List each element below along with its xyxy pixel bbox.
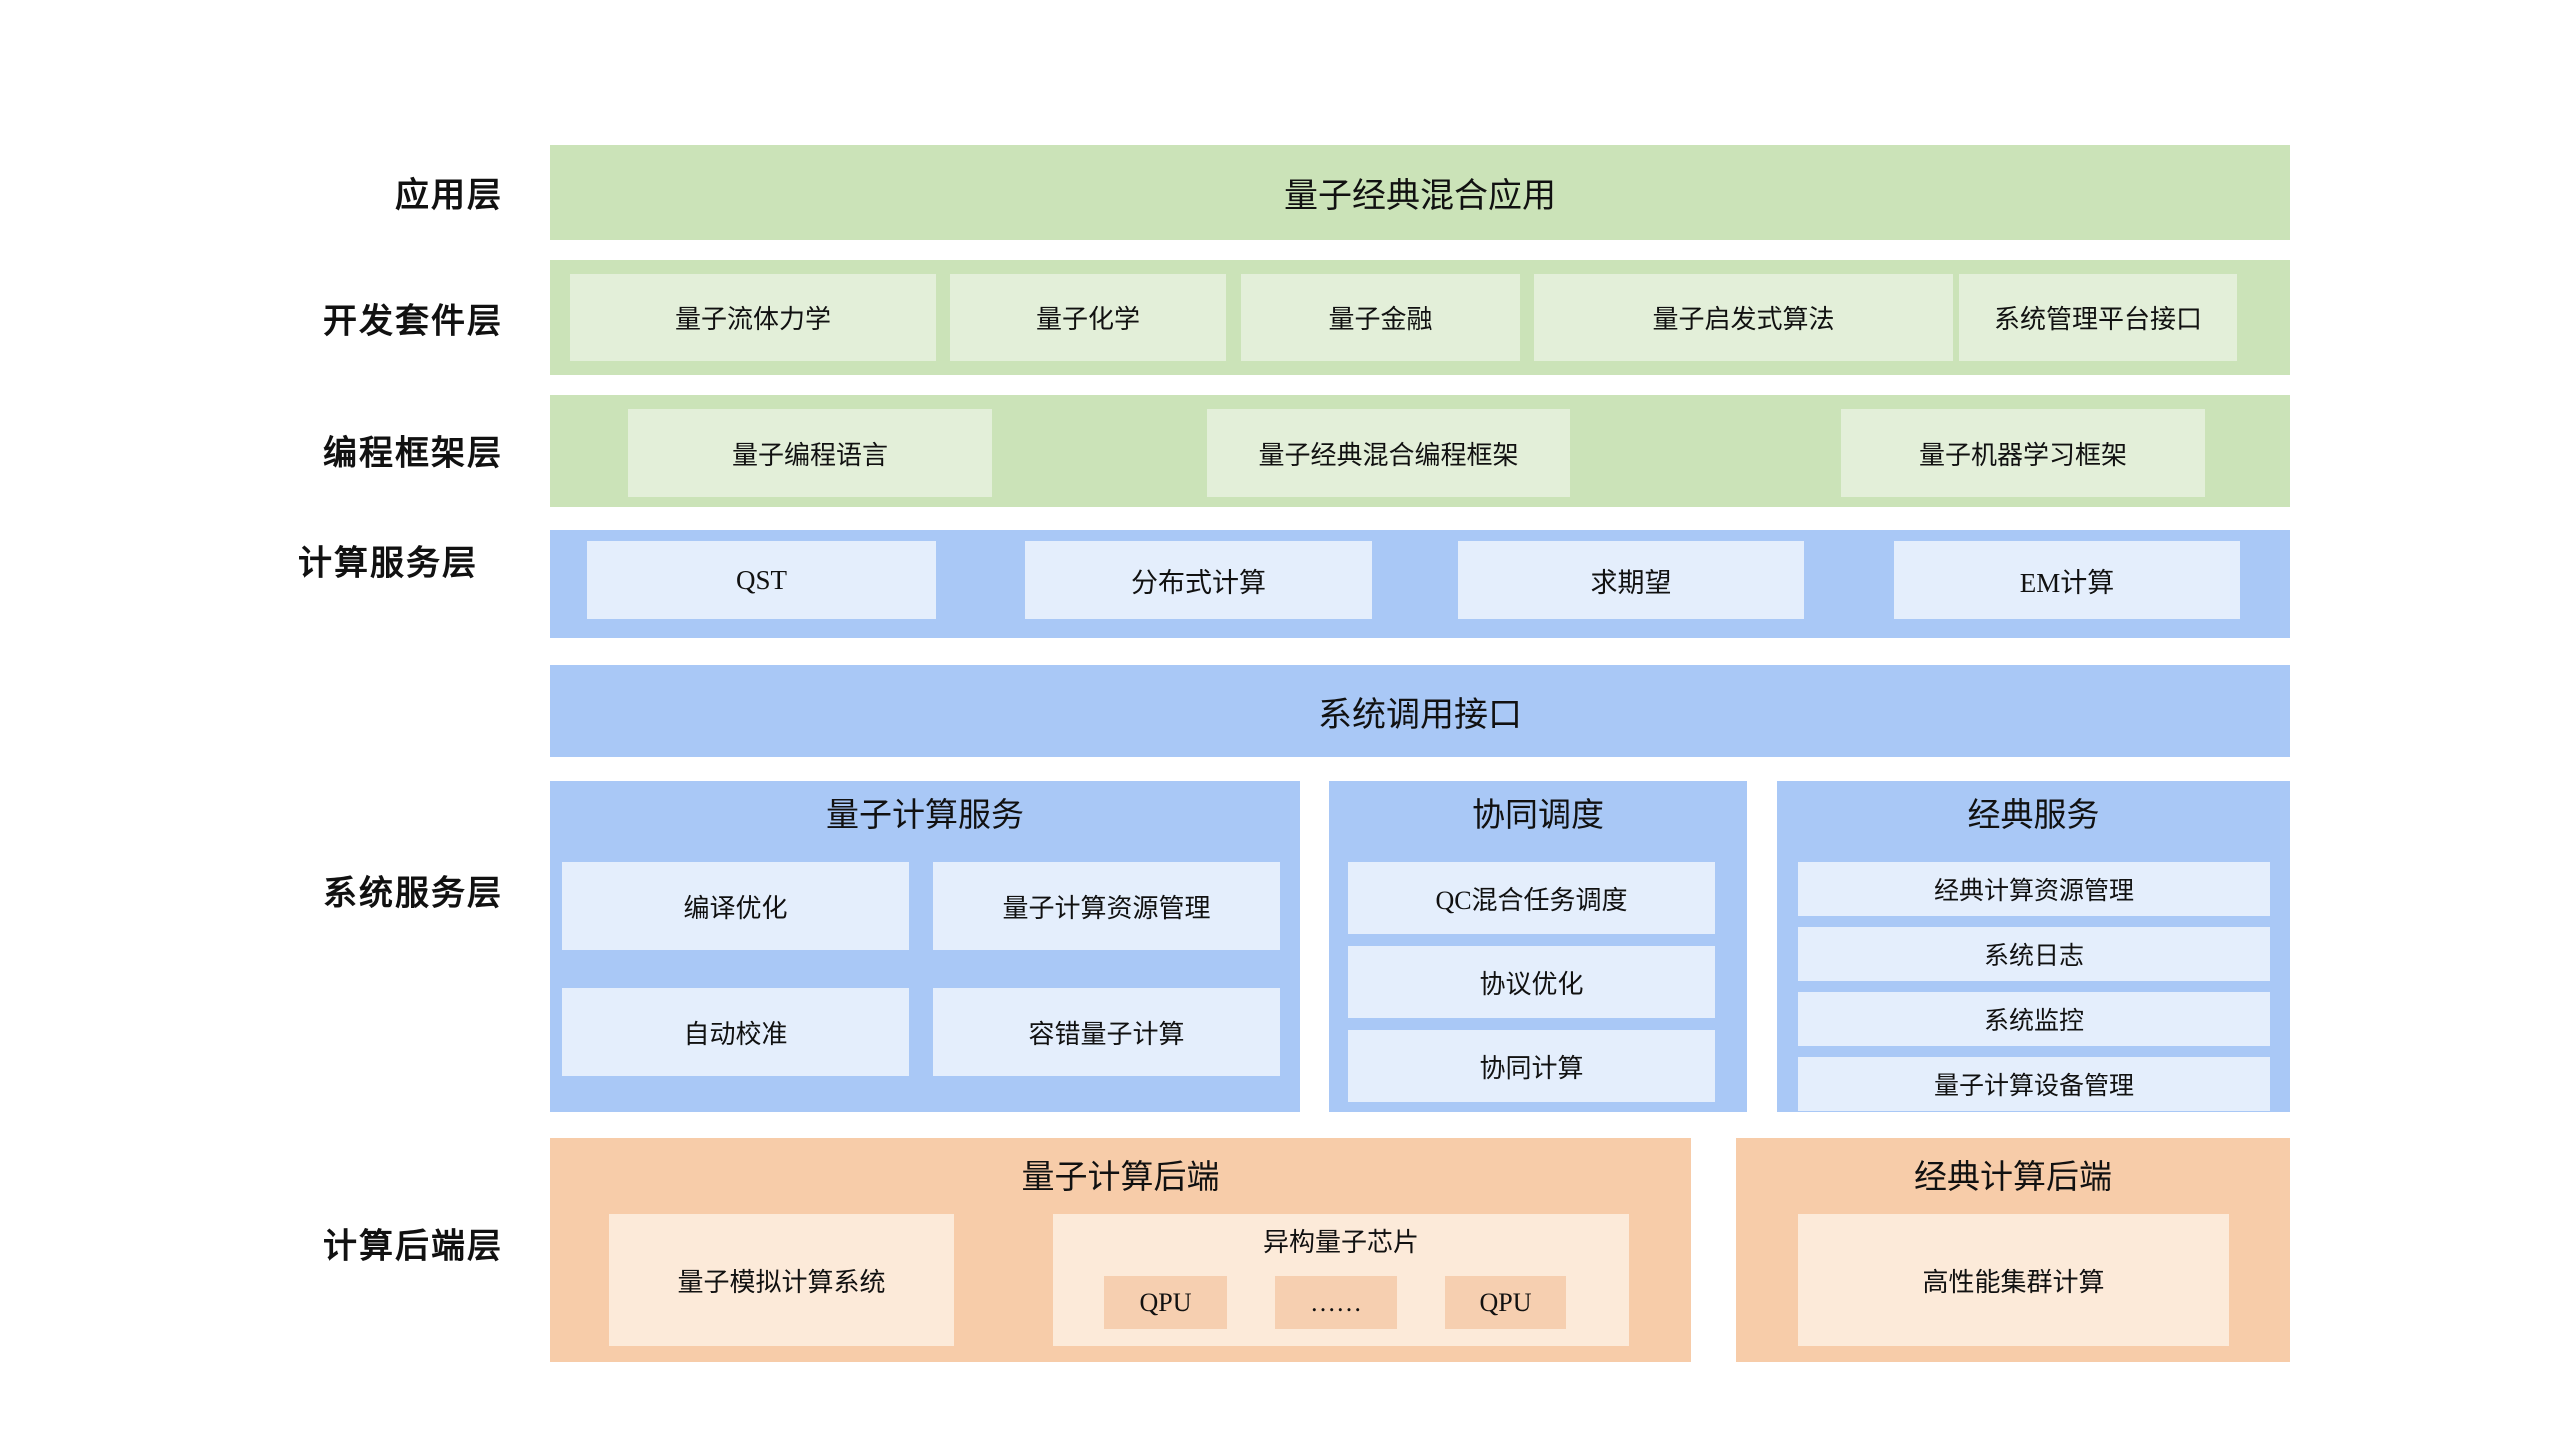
heterogeneous-chip-box: 异构量子芯片 QPU …… QPU	[1053, 1214, 1629, 1346]
quantum-service-title: 量子计算服务	[826, 796, 1024, 833]
layer-label-application: 应用层	[395, 176, 503, 215]
layer-label-system-service: 系统服务层	[323, 874, 503, 913]
classic-item-resource-mgmt: 经典计算资源管理	[1798, 862, 2270, 916]
service-item-em-compute: EM计算	[1894, 541, 2240, 619]
framework-layer-band: 量子编程语言 量子经典混合编程框架 量子机器学习框架	[550, 395, 2290, 507]
devkit-item-quantum-cfd: 量子流体力学	[570, 274, 936, 361]
quantum-service-item-fault-tolerant: 容错量子计算	[933, 988, 1280, 1076]
coordination-title: 协同调度	[1472, 796, 1604, 833]
classic-item-system-monitor: 系统监控	[1798, 992, 2270, 1046]
system-service-layer: 量子计算服务 编译优化 量子计算资源管理 自动校准 容错量子计算 协同调度 QC…	[550, 781, 2290, 1112]
quantum-backend-column: 量子计算后端 量子模拟计算系统 异构量子芯片 QPU …… QPU	[550, 1138, 1691, 1362]
layer-label-backend: 计算后端层	[323, 1227, 503, 1266]
quantum-service-item-auto-calibrate: 自动校准	[562, 988, 909, 1076]
qpu-chip: QPU	[1104, 1276, 1227, 1329]
quantum-service-item-resource-mgmt: 量子计算资源管理	[933, 862, 1280, 950]
backend-layer: 量子计算后端 量子模拟计算系统 异构量子芯片 QPU …… QPU 经典计算后端…	[550, 1138, 2290, 1362]
coord-item-qc-task-scheduling: QC混合任务调度	[1348, 862, 1715, 934]
devkit-item-quantum-finance: 量子金融	[1241, 274, 1520, 361]
devkit-layer-band: 量子流体力学 量子化学 量子金融 量子启发式算法 系统管理平台接口	[550, 260, 2290, 375]
quantum-service-item-compile-opt: 编译优化	[562, 862, 909, 950]
devkit-item-sysmgmt-platform: 系统管理平台接口	[1959, 274, 2237, 361]
classical-backend-title: 经典计算后端	[1914, 1158, 2112, 1195]
quantum-computing-service-column: 量子计算服务 编译优化 量子计算资源管理 自动校准 容错量子计算	[550, 781, 1300, 1112]
hpc-cluster-box: 高性能集群计算	[1798, 1214, 2229, 1346]
service-item-qst: QST	[587, 541, 936, 619]
framework-item-qml-framework: 量子机器学习框架	[1841, 409, 2205, 497]
classic-item-system-log: 系统日志	[1798, 927, 2270, 981]
syscall-bar-title: 系统调用接口	[1318, 695, 1522, 734]
framework-item-hybrid-framework: 量子经典混合编程框架	[1207, 409, 1570, 497]
coordination-scheduling-column: 协同调度 QC混合任务调度 协议优化 协同计算	[1329, 781, 1747, 1112]
syscall-interface-bar: 系统调用接口	[550, 665, 2290, 757]
classical-service-column: 经典服务 经典计算资源管理 系统日志 系统监控 量子计算设备管理	[1777, 781, 2290, 1112]
service-item-distributed: 分布式计算	[1025, 541, 1372, 619]
classical-backend-column: 经典计算后端 高性能集群计算	[1736, 1138, 2290, 1362]
layer-label-framework: 编程框架层	[323, 434, 503, 473]
coord-item-protocol-opt: 协议优化	[1348, 946, 1715, 1018]
layer-label-compute-service: 计算服务层	[298, 544, 478, 583]
service-item-expectation: 求期望	[1458, 541, 1804, 619]
classic-item-device-mgmt: 量子计算设备管理	[1798, 1057, 2270, 1111]
layer-label-devkit: 开发套件层	[323, 302, 503, 341]
diagram-content: 量子经典混合应用 量子流体力学 量子化学 量子金融 量子启发式算法 系统管理平台…	[550, 0, 2290, 1440]
chip-ellipsis: ……	[1275, 1276, 1397, 1329]
quantum-backend-title: 量子计算后端	[1021, 1158, 1220, 1195]
compute-service-layer-band: QST 分布式计算 求期望 EM计算	[550, 530, 2290, 638]
heterogeneous-chip-title: 异构量子芯片	[1262, 1227, 1419, 1257]
application-layer-bar: 量子经典混合应用	[550, 145, 2290, 240]
classical-service-title: 经典服务	[1967, 796, 2100, 833]
devkit-item-quantum-heuristic: 量子启发式算法	[1534, 274, 1953, 361]
application-bar-title: 量子经典混合应用	[1284, 177, 1556, 215]
qpu-chip: QPU	[1445, 1276, 1566, 1329]
framework-item-quantum-language: 量子编程语言	[628, 409, 992, 497]
devkit-item-quantum-chemistry: 量子化学	[950, 274, 1226, 361]
quantum-simulation-system-box: 量子模拟计算系统	[609, 1214, 954, 1346]
coord-item-coop-computing: 协同计算	[1348, 1030, 1715, 1102]
